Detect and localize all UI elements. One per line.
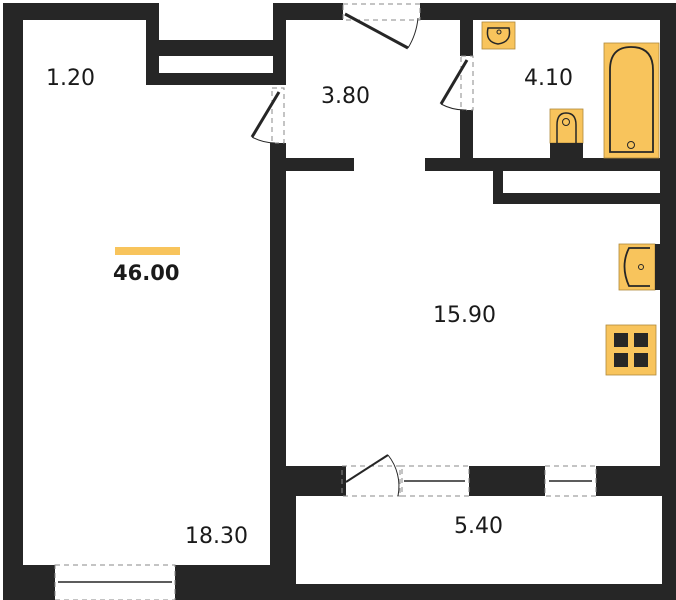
wall-living-bottom-b [175, 565, 285, 600]
kitchen-window-2 [544, 465, 597, 497]
wall-shaft-bottom [493, 193, 663, 204]
wall-shaft-left [493, 168, 503, 203]
kitchen-window-1 [399, 465, 470, 497]
wall-niche-right [273, 3, 286, 85]
entrance-door-opening [342, 3, 421, 21]
shaft-void [503, 171, 660, 193]
living-door-opening [271, 87, 285, 144]
windows [54, 465, 597, 600]
living-window [54, 564, 176, 600]
toilet [549, 108, 584, 144]
wall-bath-left-bottom [460, 110, 473, 165]
room-area-loggia: 5.40 [454, 514, 503, 539]
balcony-door-opening [341, 465, 403, 497]
living-door-leaf [250, 91, 281, 138]
wall-right-outer [660, 3, 676, 493]
balcony-door-swing [387, 454, 400, 497]
total-area: 46.00 [113, 261, 180, 285]
wall-hall-kitchen-a [270, 158, 354, 171]
room-area-living-room: 18.30 [185, 524, 248, 549]
fixtures [481, 21, 661, 376]
bath-door-leaf [439, 59, 469, 105]
total-area-accent-bar [115, 247, 180, 255]
bath-door-opening [460, 55, 474, 111]
room-area-kitchen: 15.90 [433, 303, 496, 328]
wall-kitchen-bottom-b [469, 466, 545, 496]
entrance-door-leaf [344, 12, 409, 50]
wall-living-bottom-a [3, 565, 55, 600]
wall-loggia-right [662, 466, 676, 600]
room-area-bathroom: 4.10 [524, 66, 573, 91]
wall-niche-top [146, 40, 281, 56]
wall-bath-left-top [460, 3, 473, 56]
wall-top-hall-a [273, 3, 343, 20]
balcony-door-leaf [345, 454, 389, 483]
wall-top-bath [420, 3, 676, 20]
doors [250, 3, 474, 497]
wall-top-left [3, 3, 158, 20]
room-area-hallway: 3.80 [321, 84, 370, 109]
entrance-door-swing [407, 17, 419, 49]
wall-hall-kitchen-b [425, 158, 665, 171]
walls [3, 3, 676, 600]
stove [605, 324, 657, 376]
wall-niche-bottom [146, 73, 285, 85]
wall-loggia-bottom [270, 584, 676, 600]
bathtub [603, 42, 660, 159]
living-door-swing [251, 136, 276, 144]
wall-stub [270, 143, 286, 157]
wall-living-kitchen [270, 143, 286, 500]
room-area-hall-storage: 1.20 [46, 66, 95, 91]
bath-door-swing [440, 103, 467, 111]
wall-left-outer [3, 3, 23, 600]
